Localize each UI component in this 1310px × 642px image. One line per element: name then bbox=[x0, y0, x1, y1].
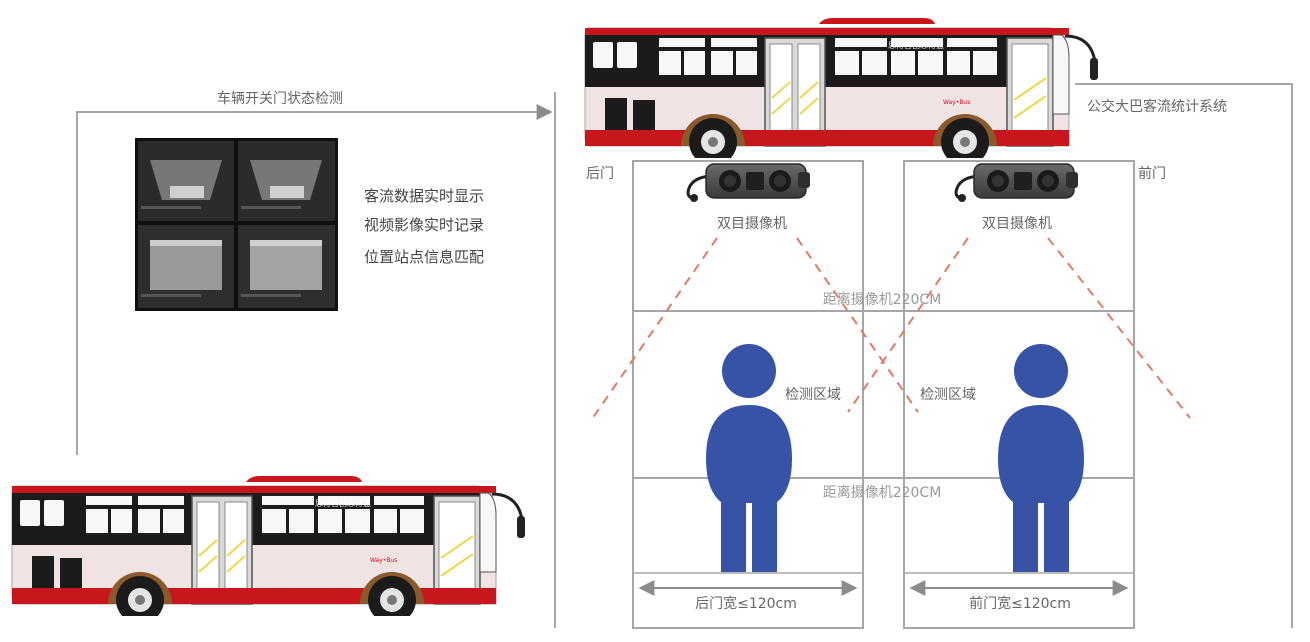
front-detect-area-label: 检测区域 bbox=[920, 387, 976, 403]
feature-item-2: 视频影像实时记录 bbox=[364, 216, 484, 234]
video-feed-1 bbox=[138, 141, 234, 221]
system-frame bbox=[554, 83, 1293, 628]
rear-door-width-label: 后门宽≤120cm bbox=[695, 595, 797, 612]
distance-label-bottom: 距离摄像机220CM bbox=[823, 484, 942, 501]
bus-top bbox=[583, 18, 1100, 158]
video-feed-3 bbox=[138, 225, 234, 308]
system-label: 公交大巴客流统计系统 bbox=[1087, 98, 1227, 115]
rear-detect-area-label: 检测区域 bbox=[785, 387, 841, 403]
video-feed-4 bbox=[238, 225, 335, 308]
video-monitor bbox=[135, 138, 338, 311]
door-status-label: 车辆开关门状态检测 bbox=[217, 90, 343, 107]
bus-bottom-left bbox=[10, 476, 527, 616]
door-status-connector bbox=[76, 104, 553, 455]
rear-camera-label: 双目摄像机 bbox=[717, 216, 787, 232]
rear-door-label: 后门 bbox=[586, 166, 614, 182]
video-feed-2 bbox=[238, 141, 335, 221]
rear-person-icon bbox=[706, 344, 792, 572]
front-door-width-label: 前门宽≤120cm bbox=[969, 595, 1071, 612]
camera-cones bbox=[589, 237, 1191, 423]
rear-camera-icon bbox=[686, 162, 812, 204]
distance-label-top: 距离摄像机220CM bbox=[823, 291, 942, 308]
front-camera-icon bbox=[954, 162, 1080, 204]
feature-item-1: 客流数据实时显示 bbox=[364, 187, 484, 205]
front-person-icon bbox=[998, 344, 1084, 572]
front-camera-label: 双目摄像机 bbox=[982, 216, 1052, 232]
front-zone-frame bbox=[903, 160, 1135, 629]
front-door-label: 前门 bbox=[1138, 165, 1166, 182]
feature-item-3: 位置站点信息匹配 bbox=[364, 248, 484, 266]
rear-zone-frame bbox=[632, 160, 864, 629]
